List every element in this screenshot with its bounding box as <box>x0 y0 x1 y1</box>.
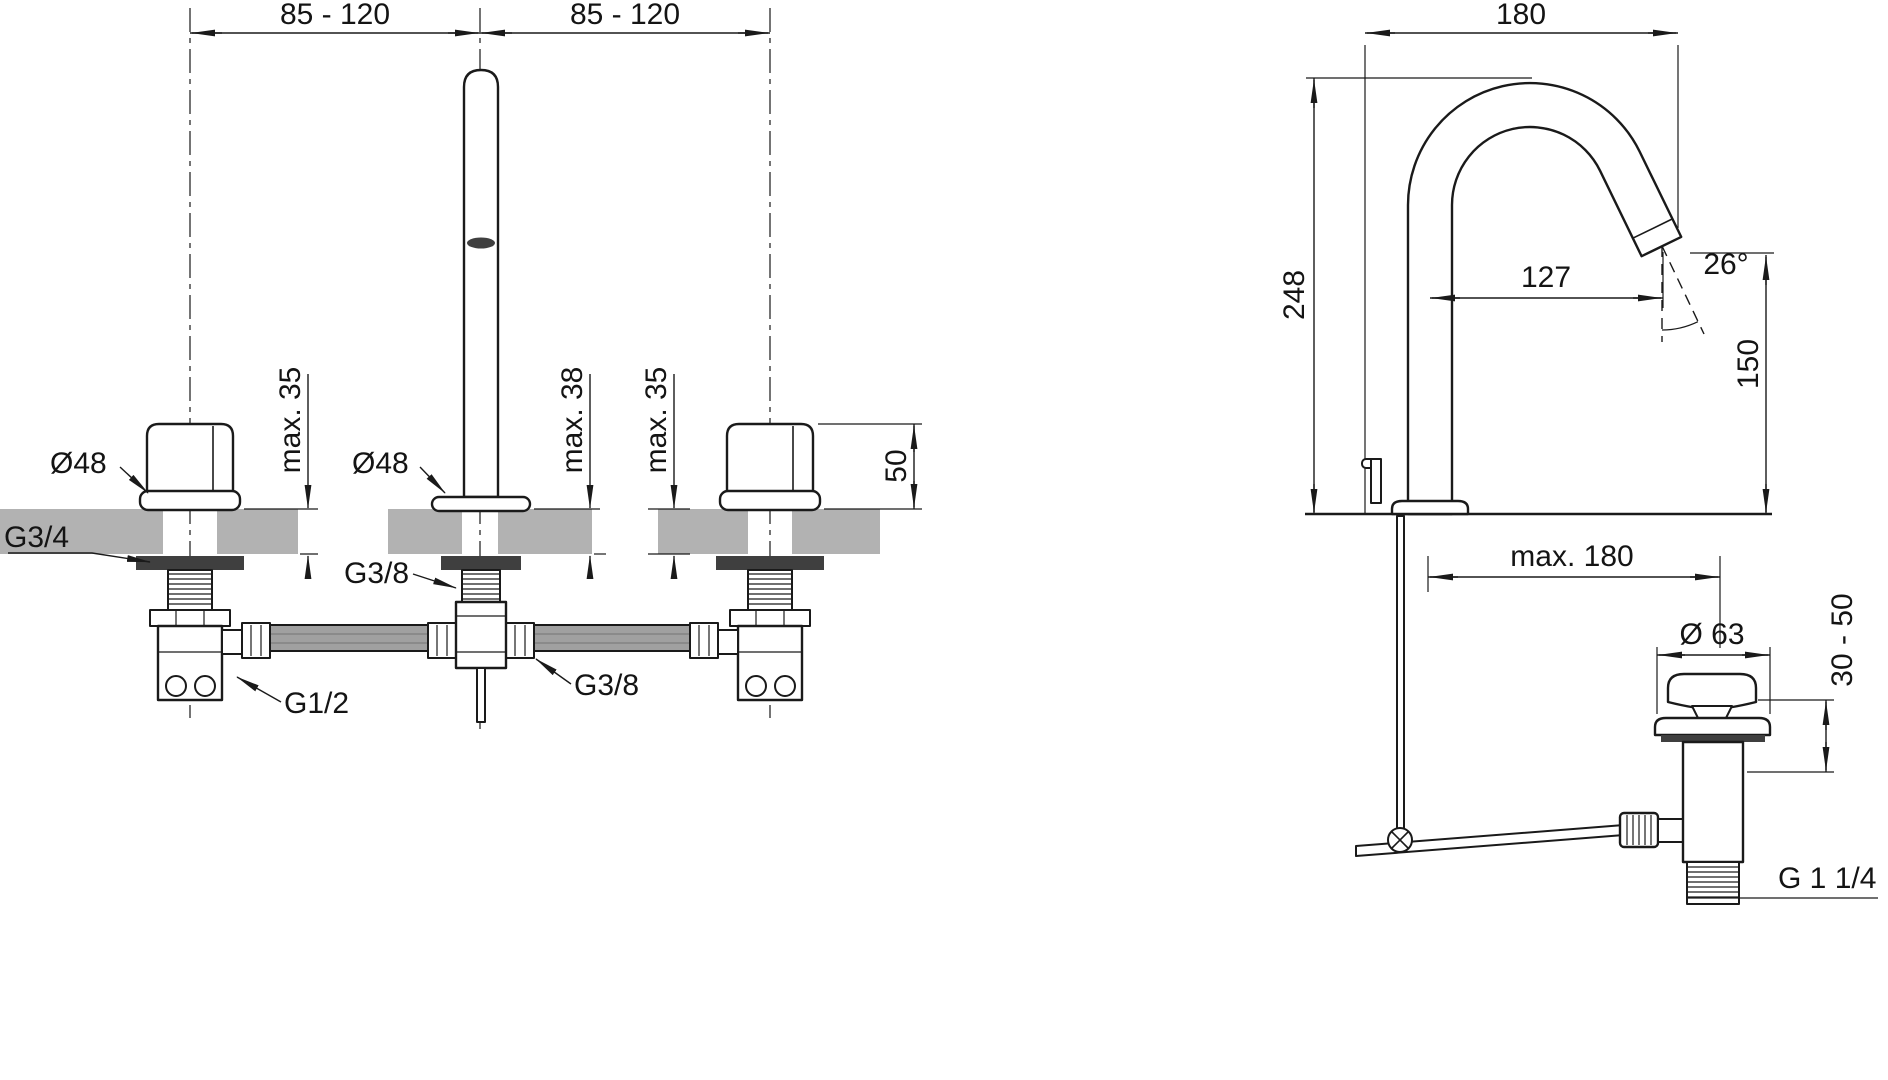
dim-outlet-height-label: 150 <box>1732 339 1765 389</box>
dim-max-waste-reach-label: max. 180 <box>1510 540 1633 573</box>
spout-tip-seam <box>1632 218 1673 239</box>
dim-total-height: 248 <box>1278 77 1532 514</box>
side-view: 180 248 127 <box>1278 0 1878 905</box>
dim-spacing-left-label: 85 - 120 <box>280 0 390 31</box>
dim-max-deck-left-label: max. 35 <box>274 367 307 474</box>
waste-side-port <box>1657 818 1684 843</box>
dim-spout-reach-label: 180 <box>1496 0 1546 31</box>
pull-rod <box>1396 515 1405 847</box>
spout-washer <box>441 556 521 570</box>
left-valve-inlet <box>165 675 187 697</box>
right-rosette <box>718 489 822 512</box>
label-spout-diameter: Ø48 <box>352 447 409 480</box>
dim-handle-height-label: 50 <box>880 449 913 482</box>
spout-assembly <box>430 68 532 723</box>
right-locknut <box>729 609 811 627</box>
dim-outlet-reach-label: 127 <box>1521 261 1571 294</box>
right-washer <box>716 556 824 570</box>
left-locknut <box>149 609 231 627</box>
aerator <box>467 237 495 249</box>
waste-plug-cap <box>1666 672 1758 711</box>
right-valve-inlet <box>774 675 796 697</box>
dim-spout-reach: 180 <box>1364 0 1679 513</box>
deck-section <box>0 509 880 554</box>
pop-up-linkage <box>1355 515 1684 857</box>
dim-max-deck-right-label: max. 35 <box>640 367 673 474</box>
waste-flange <box>1653 716 1772 737</box>
hose-left <box>267 624 431 652</box>
left-handle <box>145 422 235 494</box>
dim-max-deck-left: max. 35 <box>244 367 318 579</box>
left-valve-assembly <box>136 422 244 702</box>
spout-mixing-body <box>454 600 508 670</box>
dim-spacing-right-label: 85 - 120 <box>570 0 680 31</box>
hose-right <box>531 624 693 652</box>
dim-handle-height: 50 <box>818 423 922 510</box>
dim-max-deck-right: max. 35 <box>640 367 690 579</box>
label-thread-g38-spout: G3/8 <box>344 557 409 590</box>
dim-hole-spacing: 85 - 120 85 - 120 <box>190 0 770 37</box>
dim-outlet-reach: 127 <box>1430 252 1664 308</box>
dim-max-deck-center: max. 38 <box>534 367 606 579</box>
dim-max-waste-reach: max. 180 <box>1427 540 1721 648</box>
label-handle-diameter: Ø48 <box>50 447 107 480</box>
label-thread-g12: G1/2 <box>284 687 349 720</box>
dim-outlet-height: 150 <box>1690 252 1774 514</box>
right-valve-assembly <box>716 422 824 702</box>
left-rosette <box>138 489 242 512</box>
spout-threaded-shank <box>461 569 501 603</box>
label-thread-g34: G3/4 <box>4 521 69 554</box>
front-view: 85 - 120 85 - 120 <box>0 0 922 735</box>
label-waste-diameter: Ø 63 <box>1679 618 1744 651</box>
dim-total-height-label: 248 <box>1278 270 1311 320</box>
spout-base-flange <box>1390 499 1470 516</box>
waste-gasket <box>1661 735 1765 742</box>
waste-lever <box>1370 458 1382 504</box>
dim-max-deck-center-label: max. 38 <box>556 367 589 474</box>
pop-up-waste: Ø 63 30 - 50 G 1 1/4 <box>1653 593 1878 905</box>
dim-waste-deck-range-label: 30 - 50 <box>1826 593 1859 686</box>
waste-plug-neck <box>1691 705 1733 719</box>
label-thread-g114: G 1 1/4 <box>1778 862 1876 895</box>
flex-hoses <box>241 622 719 659</box>
left-washer <box>136 556 244 570</box>
spout-profile <box>1361 81 1683 516</box>
spout-stem <box>476 667 486 723</box>
spout-flange <box>430 495 532 513</box>
right-handle <box>725 422 815 494</box>
callouts: Ø48 Ø48 G3/4 G3/8 G1/2 G3/8 <box>4 447 639 720</box>
spout-column <box>462 68 500 499</box>
label-thread-g38-hose: G3/8 <box>574 669 639 702</box>
waste-body <box>1681 740 1745 864</box>
right-valve-inlet <box>745 675 767 697</box>
left-valve-inlet <box>194 675 216 697</box>
spout-body <box>1406 81 1683 516</box>
